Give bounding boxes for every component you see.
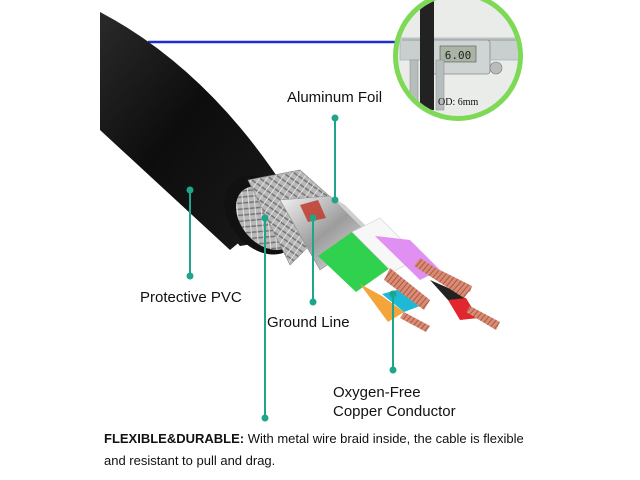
caliper-inset: 6.00 (393, 0, 523, 121)
oxygen-free-label-line1: Oxygen-Free (333, 384, 421, 401)
callout-dots (186, 114, 397, 422)
feature-caption: FLEXIBLE&DURABLE: With metal wire braid … (104, 428, 544, 472)
caliper-wheel (489, 61, 503, 75)
green-conductor (318, 232, 390, 292)
callout-lines (189, 118, 394, 418)
oxygen-free-copper-label: Oxygen-Free Copper Conductor (333, 383, 456, 421)
inner-conductors (300, 200, 500, 332)
copper-strand (400, 312, 430, 332)
copper-strand (466, 306, 500, 330)
oxygen-free-label-line2: Copper Conductor (333, 403, 456, 420)
caliper-jaw (435, 59, 445, 111)
copper-strand (384, 268, 430, 310)
od-measurement-label: OD: 6mm (438, 97, 479, 108)
protective-pvc-label: Protective PVC (140, 289, 242, 306)
copper-strand (438, 270, 472, 292)
cable-in-caliper (420, 0, 434, 110)
caliper-display (439, 45, 477, 63)
caliper-reading: 6.00 (445, 49, 472, 62)
aluminum-foil-label: Aluminum Foil (287, 89, 383, 106)
caption-heading: FLEXIBLE&DURABLE: (104, 431, 245, 446)
caption-text: With metal wire braid inside, the cable … (104, 431, 524, 468)
inner-red-wire (300, 200, 326, 222)
ground-line-label: Ground Line (267, 314, 350, 331)
